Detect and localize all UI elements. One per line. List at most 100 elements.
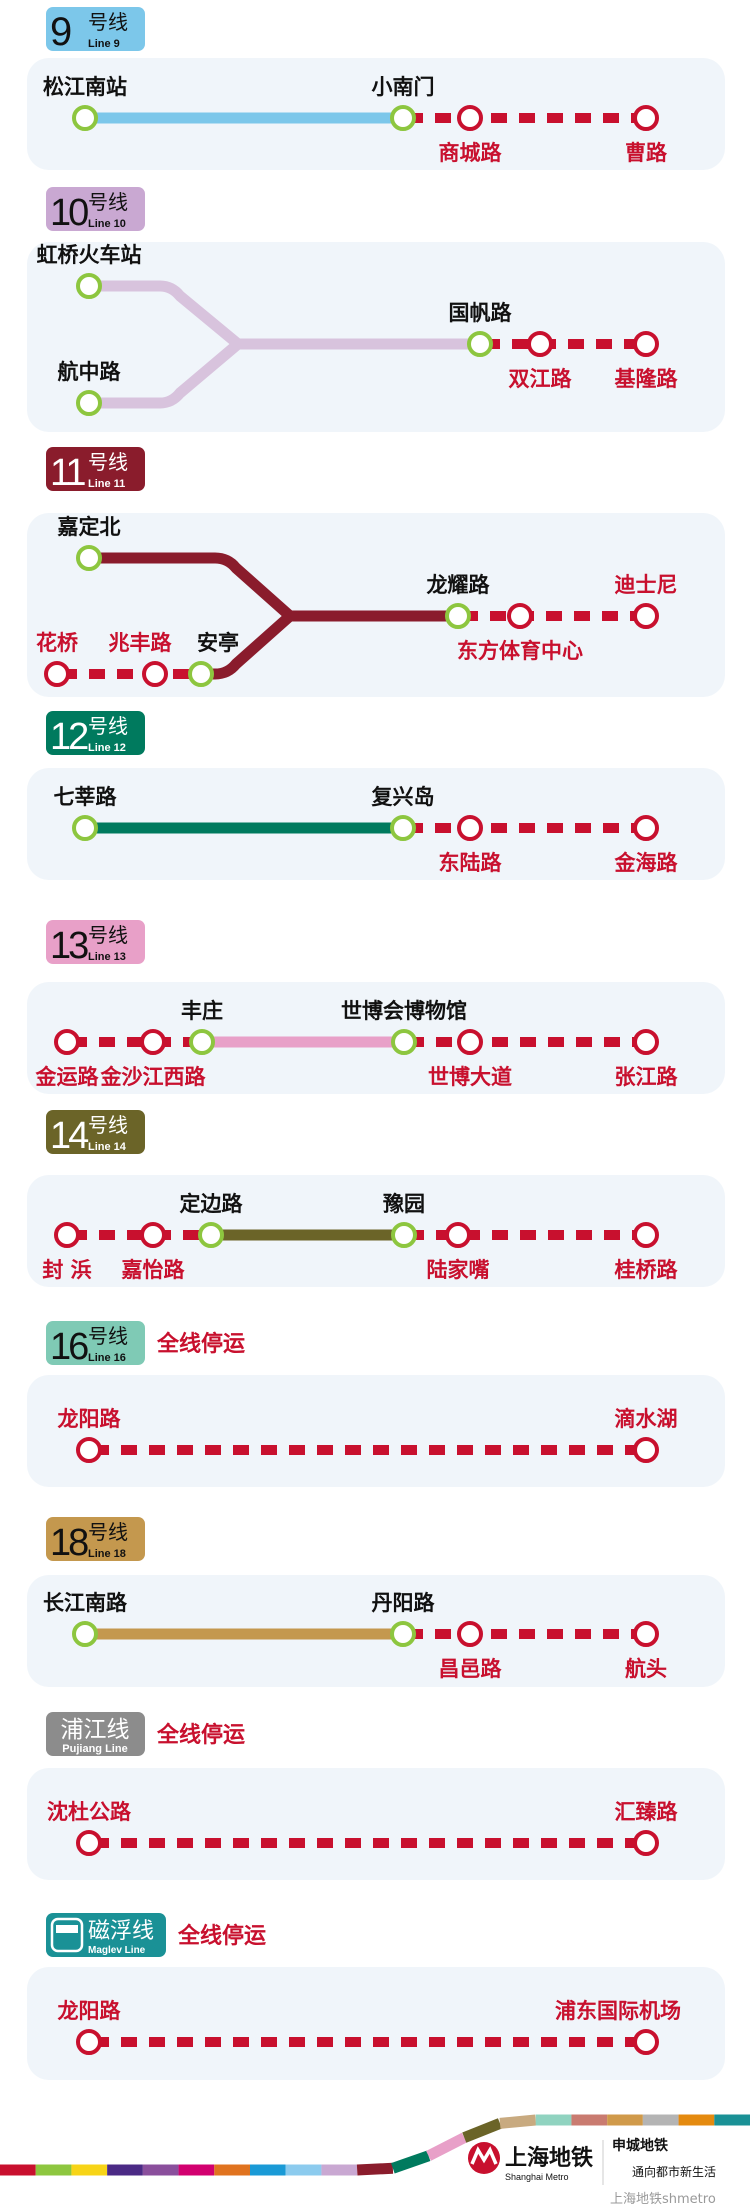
station[interactable]: 金沙江西路 <box>100 1029 207 1089</box>
station-name: 松江南站 <box>43 75 127 99</box>
line-section-pujiang: 浦江线Pujiang Line全线停运沈杜公路汇臻路 <box>27 1712 725 1880</box>
operating-track <box>201 611 294 680</box>
station[interactable]: 沈杜公路 <box>47 1800 132 1856</box>
station[interactable]: 东方体育中心 <box>457 603 583 663</box>
stripe-segment <box>499 2114 537 2129</box>
stripe-segment <box>462 2118 503 2143</box>
station[interactable]: 国帆路 <box>449 301 513 357</box>
station[interactable]: 丹阳路 <box>372 1591 436 1647</box>
open-station-marker <box>467 331 493 357</box>
line-suffix: 号线 <box>88 10 128 34</box>
station-name: 昌邑路 <box>439 1657 503 1681</box>
station-name: 丰庄 <box>181 999 223 1023</box>
station[interactable]: 商城路 <box>439 105 503 165</box>
open-station-marker <box>72 1621 98 1647</box>
station[interactable]: 迪士尼 <box>615 573 678 629</box>
station[interactable]: 金运路 <box>35 1029 100 1089</box>
logo-cn: 上海地铁 <box>505 2145 593 2171</box>
line-english: Line 11 <box>88 478 125 490</box>
station-name: 丹阳路 <box>372 1591 436 1615</box>
closed-station-marker <box>445 1222 471 1248</box>
station[interactable]: 汇臻路 <box>615 1800 679 1856</box>
station[interactable]: 世博大道 <box>428 1029 512 1089</box>
station[interactable]: 东陆路 <box>439 815 503 875</box>
station[interactable]: 复兴岛 <box>371 785 435 841</box>
line-number: 18 <box>50 1522 88 1564</box>
station[interactable]: 双江路 <box>509 331 573 391</box>
station[interactable]: 龙阳路 <box>58 1999 122 2055</box>
station[interactable]: 张江路 <box>615 1029 679 1089</box>
station[interactable]: 嘉怡路 <box>122 1222 186 1282</box>
slogan-1: 申城地铁 <box>612 2137 668 2154</box>
station[interactable]: 七莘路 <box>54 785 118 841</box>
station[interactable]: 世博会博物馆 <box>341 999 467 1055</box>
open-station-marker <box>198 1222 224 1248</box>
open-station-marker <box>76 273 102 299</box>
operating-track <box>89 339 242 409</box>
station[interactable]: 长江南路 <box>43 1591 128 1647</box>
closed-station-marker <box>457 815 483 841</box>
station[interactable]: 航中路 <box>58 360 122 416</box>
badge-background <box>46 1110 145 1154</box>
station[interactable]: 兆丰路 <box>109 631 173 687</box>
station[interactable]: 封 浜 <box>42 1222 92 1282</box>
station[interactable]: 虹桥火车站 <box>37 243 142 299</box>
station[interactable]: 嘉定北 <box>58 515 121 571</box>
station-name: 龙耀路 <box>427 573 491 597</box>
stripe-segment <box>356 2162 394 2176</box>
closed-station-marker <box>76 2029 102 2055</box>
line-suffix: 号线 <box>88 1324 128 1348</box>
station-name: 商城路 <box>439 141 503 165</box>
station-name: 东方体育中心 <box>457 639 583 663</box>
badge-background <box>46 711 145 755</box>
station-name: 小南门 <box>372 75 435 99</box>
station[interactable]: 桂桥路 <box>614 1222 679 1282</box>
station[interactable]: 豫园 <box>383 1192 425 1248</box>
station[interactable]: 龙耀路 <box>427 573 491 629</box>
line-english: Line 18 <box>88 1548 126 1560</box>
station-name: 虹桥火车站 <box>37 243 142 267</box>
station[interactable]: 松江南站 <box>43 75 127 131</box>
train-icon-body <box>50 1917 84 1953</box>
station[interactable]: 基隆路 <box>615 331 679 391</box>
line-suffix: 浦江线 <box>61 1717 130 1743</box>
station[interactable]: 浦东国际机场 <box>555 1999 681 2055</box>
station-name: 陆家嘴 <box>427 1258 490 1282</box>
closed-station-marker <box>633 1830 659 1856</box>
line-english: Line 14 <box>88 1141 127 1153</box>
closed-station-marker <box>457 105 483 131</box>
station-name: 七莘路 <box>54 785 118 809</box>
station[interactable]: 昌邑路 <box>439 1621 503 1681</box>
station[interactable]: 丰庄 <box>181 999 223 1055</box>
line-suffix: 号线 <box>88 714 128 738</box>
station[interactable]: 龙阳路 <box>58 1407 122 1463</box>
station[interactable]: 安亭 <box>188 631 239 687</box>
slogan-2: 通向都市新生活 <box>632 2164 716 2179</box>
open-station-marker <box>76 545 102 571</box>
station[interactable]: 金海路 <box>614 815 679 875</box>
station[interactable]: 小南门 <box>372 75 435 131</box>
open-station-marker <box>72 105 98 131</box>
closed-station-marker <box>76 1830 102 1856</box>
station-name: 曹路 <box>625 141 668 165</box>
closed-station-marker <box>633 1437 659 1463</box>
station[interactable]: 曹路 <box>625 105 668 165</box>
closed-station-marker <box>142 661 168 687</box>
station[interactable]: 滴水湖 <box>615 1407 678 1463</box>
station[interactable]: 陆家嘴 <box>427 1222 490 1282</box>
logo-en: Shanghai Metro <box>505 2172 569 2182</box>
open-station-marker <box>391 1222 417 1248</box>
metro-logo-m <box>470 2146 498 2165</box>
closed-station-marker <box>457 1029 483 1055</box>
station[interactable]: 定边路 <box>180 1192 244 1248</box>
station[interactable]: 花桥 <box>36 631 79 687</box>
route-panel <box>27 242 725 432</box>
badge-background <box>46 447 145 491</box>
line-suffix: 号线 <box>88 190 128 214</box>
station[interactable]: 航头 <box>625 1621 667 1681</box>
